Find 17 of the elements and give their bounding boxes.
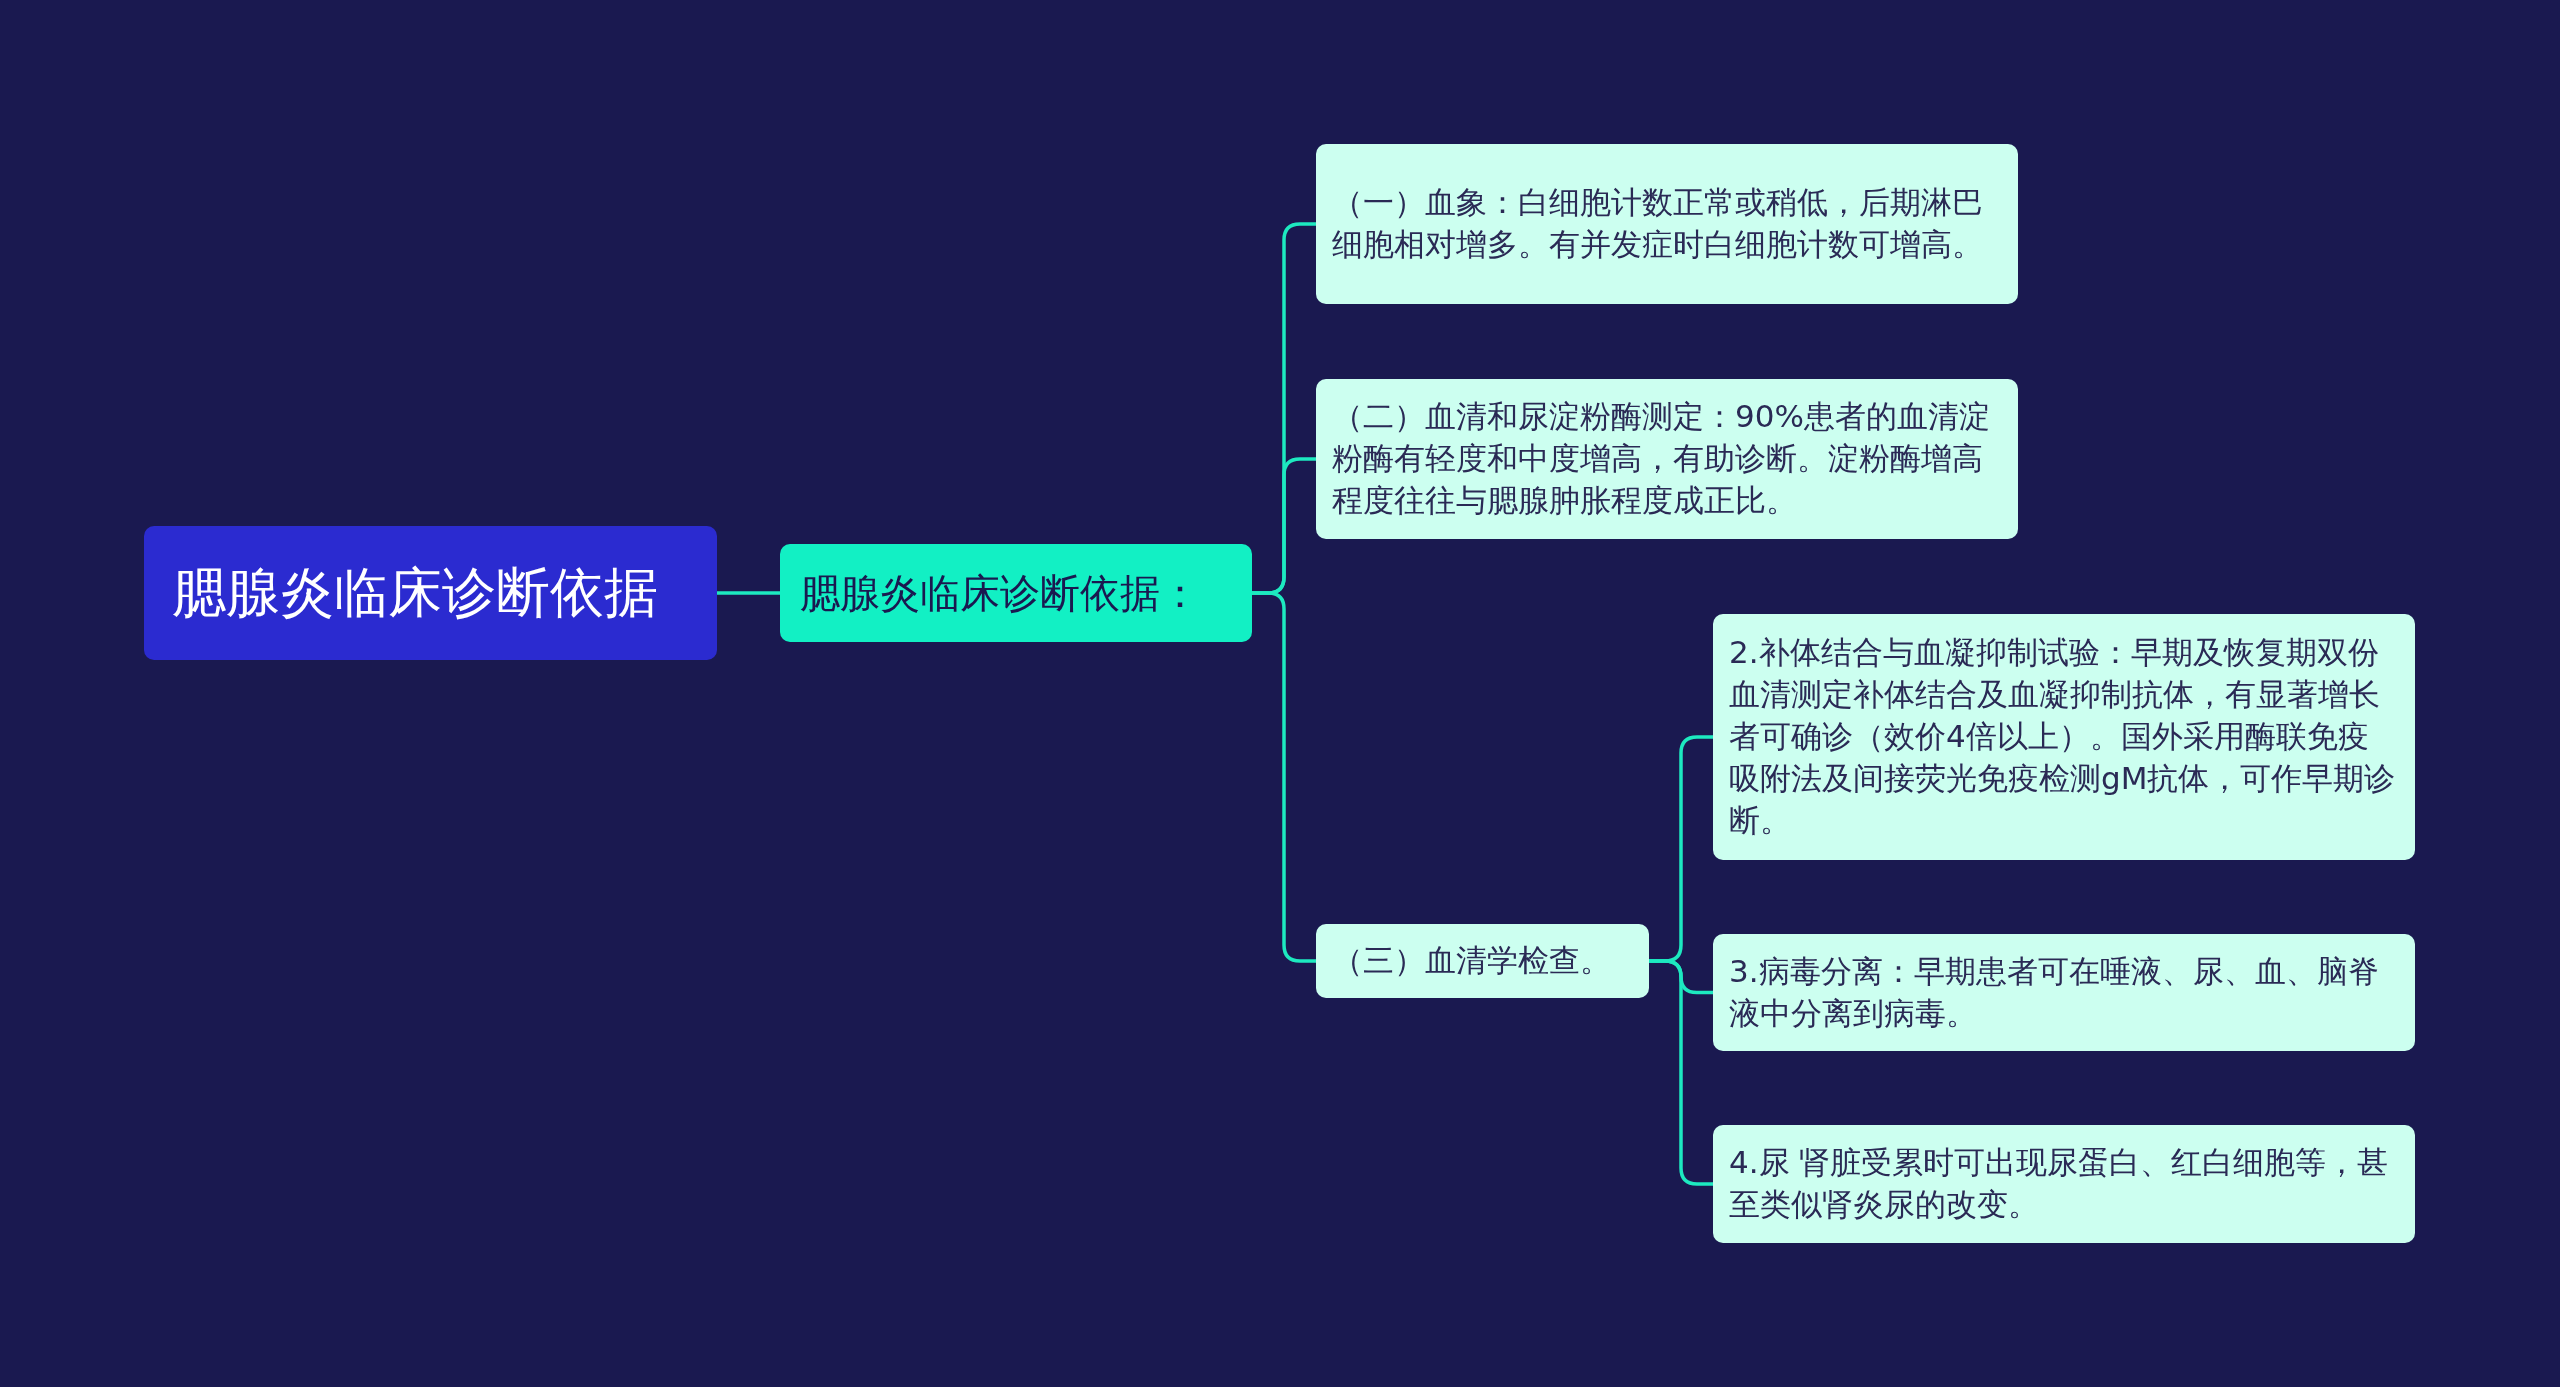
topic-text: 2.补体结合与血凝抑制试验：早期及恢复期双份血清测定补体结合及血凝抑制抗体，有显著增长者可确诊（效价4倍以上）。国外采用酶联免疫吸附法及间接荧光免疫检测gM抗体，可作早期诊断。 [1729,633,2397,840]
subtopic-box [1713,614,2415,860]
topic-text: 3.病毒分离：早期患者可在唾液、尿、血、脑脊液中分离到病毒。 [1729,951,2380,1033]
topic-text: （二）血清和尿淀粉酶测定：90%患者的血清淀粉酶有轻度和中度增高，有助诊断。淀粉酶增高程度往往与腮腺肿胀程度成正比。 [1332,397,1991,520]
topic-text: 4.尿 肾脏受累时可出现尿蛋白、红白细胞等，甚至类似肾炎尿的改变。 [1729,1143,2390,1224]
subtopic-box [1713,934,2415,1051]
subtopic-box [1713,1125,2415,1243]
topic-text: 腮腺炎临床诊断依据： [800,569,1200,617]
root-topic-box [144,526,717,660]
main-topic-box [780,544,1252,642]
topic-text: （一）血象：白细胞计数正常或稍低，后期淋巴细胞相对增多。有并发症时白细胞计数可增高。 [1332,183,1984,264]
subtopic-box [1316,924,1649,998]
subtopic-box [1316,144,2018,304]
connector-line [717,591,780,595]
topic-text: （三）血清学检查。 [1332,941,1611,981]
topic-text: 腮腺炎临床诊断依据 [172,560,658,626]
subtopic-box [1316,379,2018,539]
